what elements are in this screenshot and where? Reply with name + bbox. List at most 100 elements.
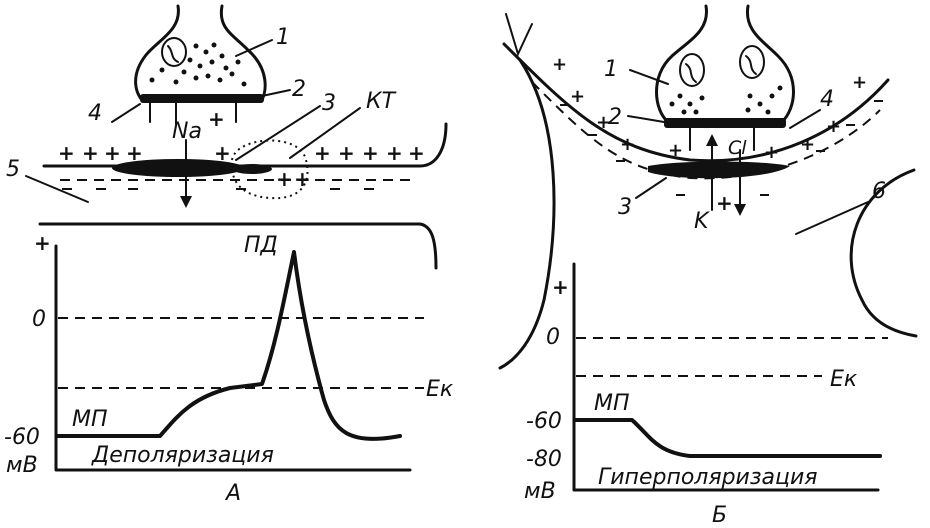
svg-text:+: + <box>596 112 611 133</box>
axon-fork-b <box>505 13 533 57</box>
potential-curve-b <box>574 418 882 458</box>
caption-b: Б <box>712 503 727 528</box>
mitochondrion-b2 <box>739 45 765 79</box>
dendrite-left-b <box>498 58 556 370</box>
membrane-charges-a: ++ ++ ++ ++ ++ ++ <box>58 141 425 191</box>
svg-text:+: + <box>82 141 99 165</box>
label-3-b: 3 <box>618 195 632 220</box>
label-2-b: 2 <box>608 105 622 130</box>
graph-axes-a <box>54 244 412 472</box>
label-2-a: 2 <box>292 77 306 102</box>
label-k-b: K <box>694 209 710 234</box>
label-mp-b: МП <box>594 391 630 416</box>
svg-text:+: + <box>668 140 683 161</box>
leader-5-a <box>25 175 89 203</box>
axis-plus-b: + <box>552 275 569 299</box>
svg-text:+: + <box>276 167 293 191</box>
axis-minus80-b: -80 <box>526 447 562 472</box>
label-6-b: 6 <box>872 179 886 204</box>
axis-unit-a: мВ <box>6 453 38 478</box>
axis-zero-a: 0 <box>32 307 46 332</box>
label-k-plus-b: + <box>716 191 733 215</box>
cl-arrow-head-b <box>734 204 746 216</box>
dendrite-right-b <box>849 168 918 338</box>
label-1-b: 1 <box>604 57 618 82</box>
panel-a: 1 2 3 4 5 КТ Na + ++ ++ ++ ++ ++ ++ <box>4 4 454 506</box>
k-arrow-head-b <box>706 134 718 146</box>
vesicles-b <box>669 85 783 115</box>
svg-text:+: + <box>800 134 815 155</box>
leader-1-b <box>629 69 669 85</box>
axis-unit-b: мВ <box>524 479 556 504</box>
leader-6-b <box>795 201 869 235</box>
svg-text:+: + <box>764 142 779 163</box>
svg-text:+: + <box>362 141 379 165</box>
mitochondrion-b2-crista <box>745 55 757 75</box>
svg-text:+: + <box>620 134 635 155</box>
label-4-b: 4 <box>820 87 834 112</box>
axis-zero-b: 0 <box>546 325 560 350</box>
graph-axes-b <box>572 262 880 492</box>
caption-a: А <box>224 481 241 506</box>
leader-3-b <box>635 177 667 199</box>
svg-text:+: + <box>852 72 867 93</box>
svg-text:+: + <box>570 86 585 107</box>
axis-minus60-a: -60 <box>4 425 40 450</box>
leader-2-b <box>627 115 665 123</box>
leader-4-a <box>111 103 141 123</box>
svg-text:+: + <box>126 141 143 165</box>
receptor-zone-b <box>648 161 790 179</box>
svg-text:+: + <box>58 141 75 165</box>
axis-plus-a: + <box>34 231 51 255</box>
presynaptic-terminal-a <box>134 4 267 102</box>
potential-curve-a <box>56 250 402 441</box>
mitochondrion-a <box>161 37 187 67</box>
panel-b: ++ ++ ++ ++ + 1 2 3 4 6 Cl K + + 0 -60 <box>498 4 918 528</box>
svg-text:+: + <box>338 141 355 165</box>
label-ek-b: Eк <box>830 367 858 392</box>
label-ek-a: Eк <box>426 377 454 402</box>
receptor-zone-a <box>112 159 244 177</box>
mitochondrion-b1 <box>679 53 705 87</box>
svg-text:+: + <box>386 141 403 165</box>
label-kt-a: КТ <box>366 89 397 114</box>
leader-2-a <box>261 89 291 97</box>
soma-membrane-b <box>502 42 890 163</box>
axis-minus60-b: -60 <box>526 409 562 434</box>
svg-text:+: + <box>552 54 567 75</box>
svg-text:+: + <box>826 116 841 137</box>
kt-region-a <box>230 139 309 200</box>
active-zone-b <box>664 118 786 128</box>
receptor-spot-a <box>232 164 272 174</box>
label-1-a: 1 <box>276 25 290 50</box>
vesicles-a <box>149 42 247 87</box>
label-4-a: 4 <box>88 101 102 126</box>
membrane-charges-b: ++ ++ ++ ++ + <box>552 54 883 196</box>
svg-text:+: + <box>214 141 231 165</box>
leader-1-a <box>235 39 273 57</box>
mitochondrion-b1-crista <box>685 63 697 83</box>
svg-text:+: + <box>314 141 331 165</box>
label-cl-b: Cl <box>728 137 747 159</box>
leader-kt-a <box>289 107 361 159</box>
leader-4-b <box>789 109 821 129</box>
label-process-a: Деполяризация <box>91 443 274 468</box>
label-na-plus-a: + <box>208 107 225 131</box>
label-process-b: Гиперполяризация <box>598 465 818 490</box>
na-arrow-head-a <box>180 196 192 208</box>
leader-3-a <box>235 105 321 161</box>
presynaptic-terminal-b <box>655 4 795 124</box>
label-3-a: 3 <box>322 91 336 116</box>
label-pd-a: ПД <box>244 233 278 258</box>
svg-text:+: + <box>104 141 121 165</box>
svg-text:+: + <box>294 167 311 191</box>
soma-inner-line-b <box>531 81 881 180</box>
graph-top-line-a <box>38 222 438 270</box>
mitochondrion-crista-a <box>167 45 179 63</box>
label-5-a: 5 <box>6 157 20 182</box>
postsynaptic-membrane-a <box>42 122 448 168</box>
svg-text:+: + <box>408 141 425 165</box>
active-zone-a <box>140 94 264 103</box>
label-mp-a: МП <box>72 407 108 432</box>
